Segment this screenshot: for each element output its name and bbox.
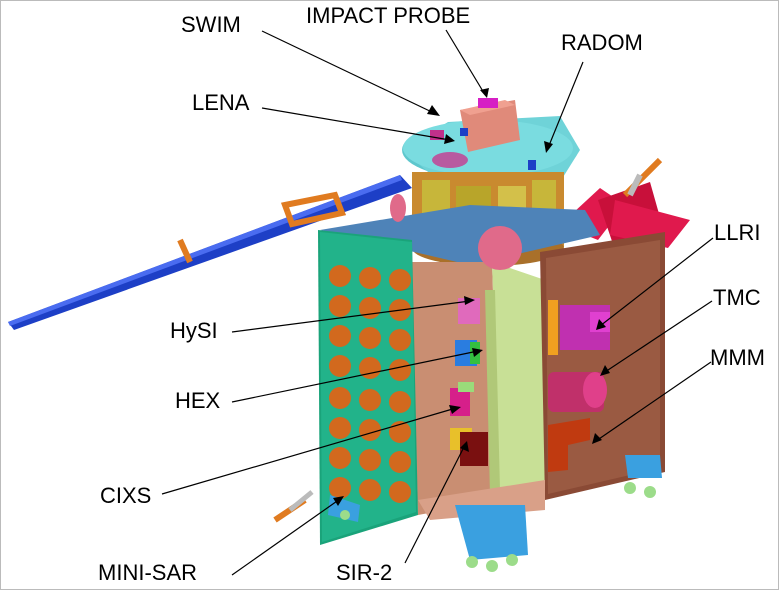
leader-lena <box>261 107 451 141</box>
leader-cixs <box>161 407 457 495</box>
label-llri: LLRI <box>714 220 760 245</box>
leader-mmm <box>595 361 712 442</box>
label-sir2: SIR-2 <box>336 560 392 585</box>
label-hysi: HySI <box>170 318 218 343</box>
rear-antenna-assembly <box>560 157 690 250</box>
solar-panel <box>318 230 418 545</box>
label-hex: HEX <box>175 388 221 413</box>
top-payloads <box>430 98 536 170</box>
label-cixs: CIXS <box>100 483 151 508</box>
bottom-thrusters <box>273 455 662 572</box>
label-mmm: MMM <box>710 345 765 370</box>
leader-llri <box>599 237 714 327</box>
mmm-instrument <box>548 418 590 472</box>
label-impact-probe: IMPACT PROBE <box>306 3 470 28</box>
side-sensor <box>390 194 406 222</box>
magnetometer-boom <box>8 175 412 330</box>
label-tmc: TMC <box>713 285 761 310</box>
leader-swim <box>261 30 437 115</box>
label-radom: RADOM <box>561 30 643 55</box>
center-panel-edge <box>485 290 500 495</box>
label-lena: LENA <box>192 90 250 115</box>
leader-lines <box>161 29 714 576</box>
label-mini-sar: MINI-SAR <box>98 560 197 585</box>
leader-tmc <box>604 300 713 373</box>
leader-radom <box>547 61 584 149</box>
solar-cells <box>329 265 411 503</box>
hysi-instrument <box>458 298 480 324</box>
body-center-panel <box>492 262 545 500</box>
body-top-plate <box>320 205 600 265</box>
label-swim: SWIM <box>181 12 241 37</box>
leader-hysi <box>231 300 471 333</box>
impact-probe-box <box>478 98 498 108</box>
leader-hex <box>231 350 479 403</box>
dish-antenna <box>478 226 522 270</box>
leader-sir2 <box>404 444 466 564</box>
leader-mini-sar <box>231 498 341 576</box>
leader-impact-probe <box>445 29 485 94</box>
arrowheads <box>333 88 610 506</box>
